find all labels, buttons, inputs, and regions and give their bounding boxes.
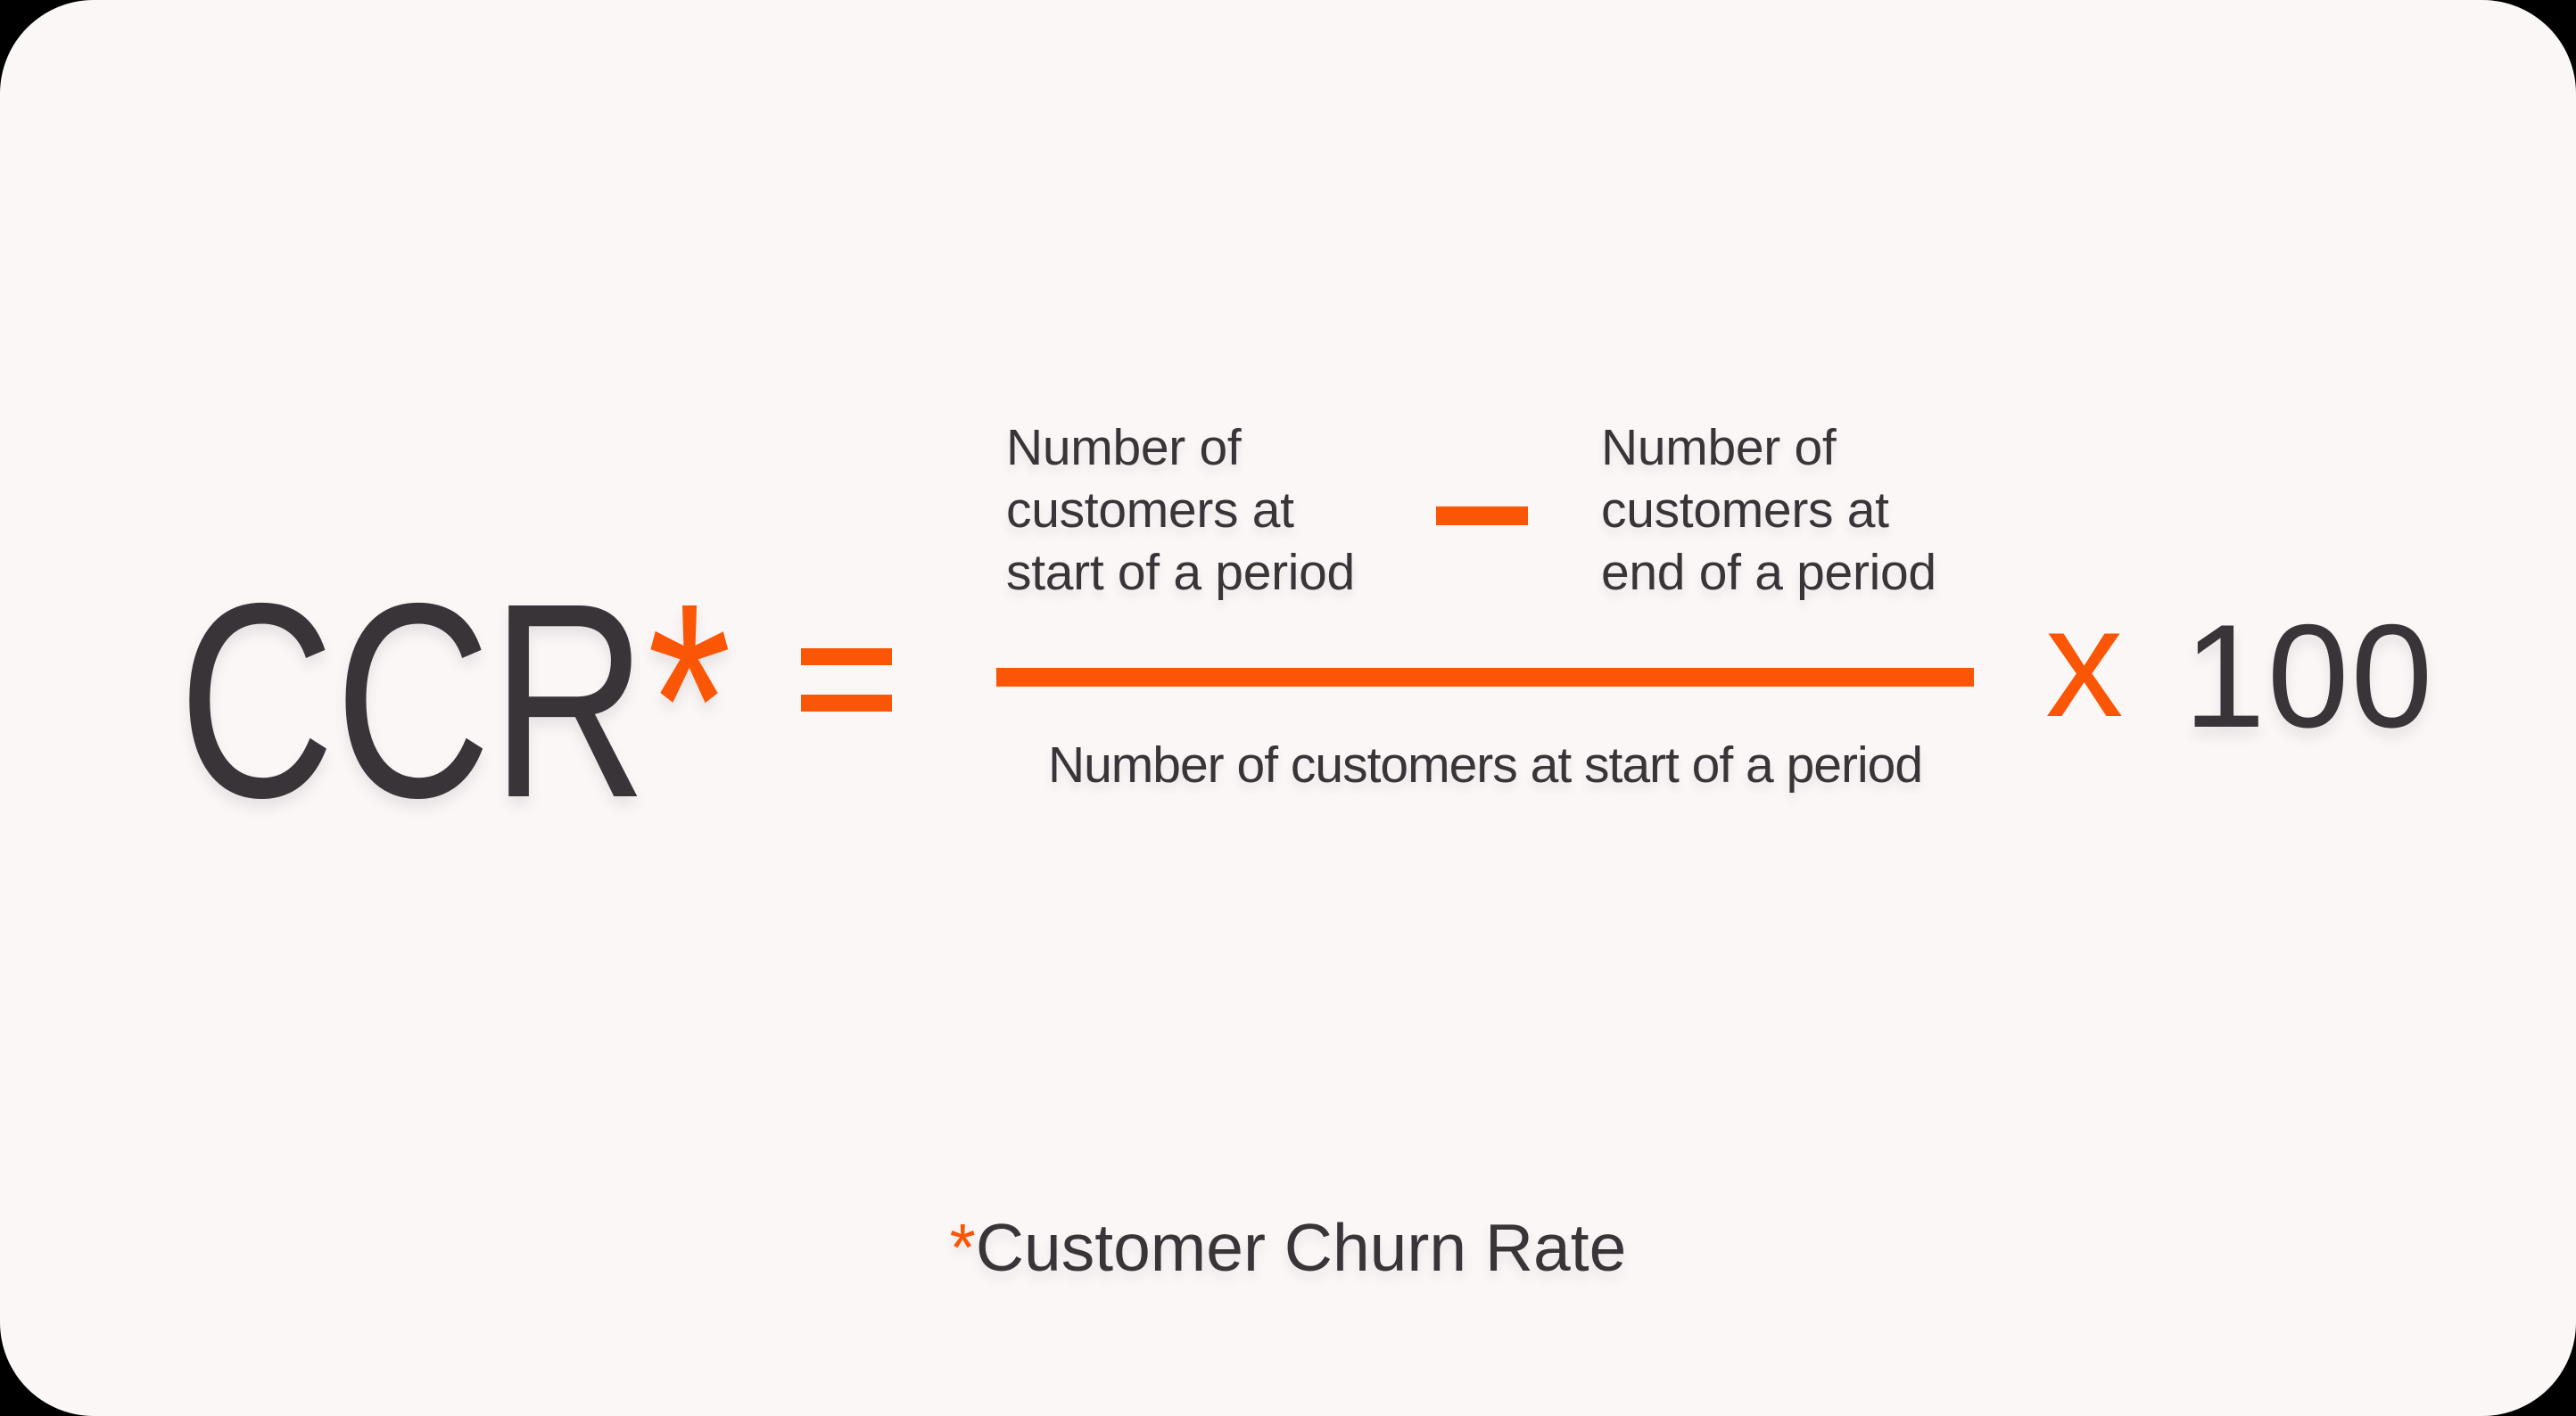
footnote-label: Customer Churn Rate	[975, 1210, 1627, 1285]
footnote: *Customer Churn Rate	[0, 1214, 2576, 1281]
numerator-minuend-line: start of a period	[1006, 544, 1355, 601]
numerator-minuend: Number of customers at start of a period	[1006, 416, 1355, 604]
equals-bar-bottom	[801, 695, 892, 712]
multiply-sign: x	[2045, 576, 2124, 750]
footnote-asterisk: *	[949, 1210, 976, 1285]
ccr-asterisk: *	[647, 545, 731, 855]
denominator: Number of customers at start of a period	[1047, 737, 1923, 794]
minus-sign	[1436, 506, 1528, 525]
numerator-subtrahend: Number of customers at end of a period	[1601, 416, 1936, 604]
fraction-bar	[996, 668, 1974, 687]
numerator-minuend-line: Number of	[1006, 419, 1242, 476]
multiplier-value: 100	[2184, 594, 2435, 758]
numerator-minuend-line: customers at	[1006, 482, 1294, 539]
numerator-subtrahend-line: end of a period	[1601, 544, 1936, 601]
ccr-term: CCR*	[178, 562, 731, 839]
numerator-subtrahend-line: customers at	[1601, 482, 1889, 539]
numerator-subtrahend-line: Number of	[1601, 419, 1837, 476]
equals-sign	[801, 648, 892, 712]
ccr-term-label: CCR	[178, 545, 648, 855]
equals-bar-top	[801, 648, 892, 665]
